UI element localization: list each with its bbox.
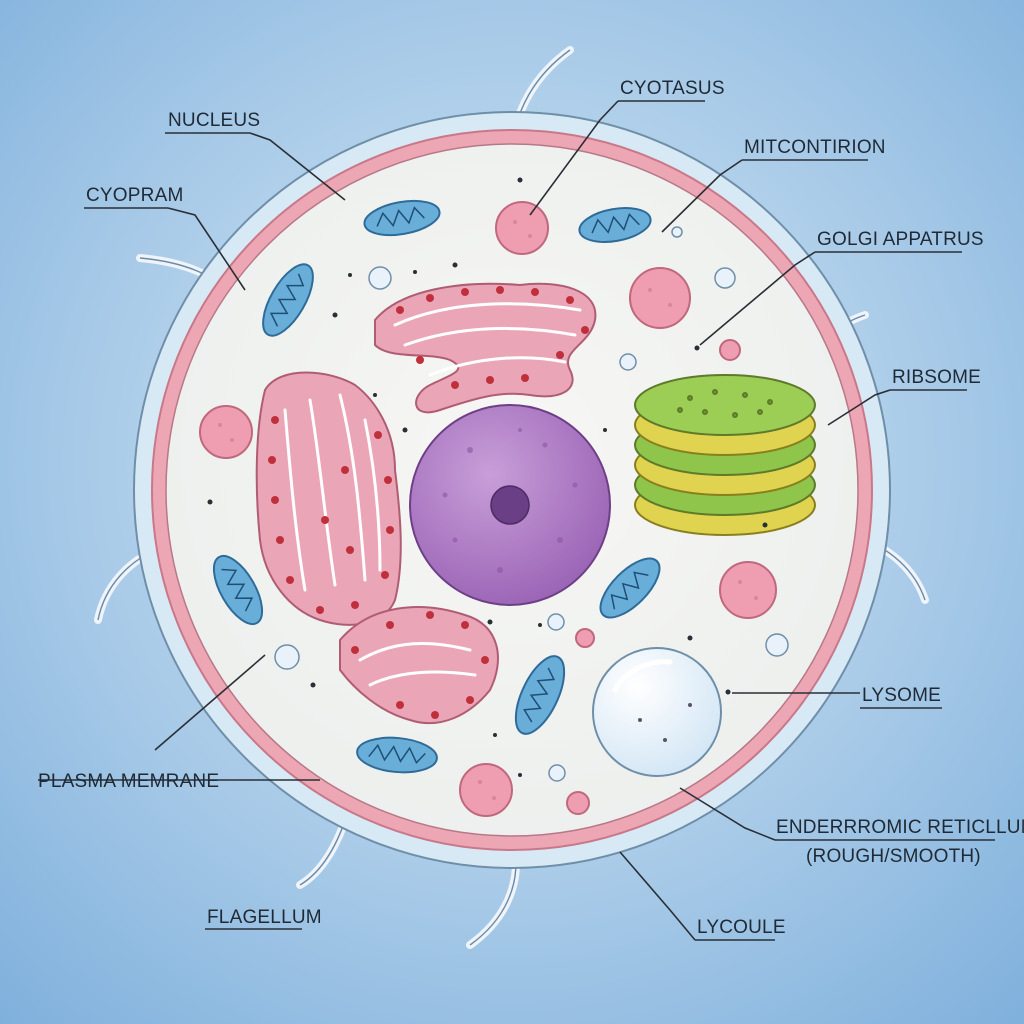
label-vacuole: LYCOULE [697, 917, 786, 938]
mitochondrion [262, 263, 314, 337]
er-folds [283, 302, 582, 687]
label-golgi: GOLGI APPATRUS [817, 229, 984, 250]
lysosome [719, 339, 741, 361]
lysosome [575, 628, 595, 648]
label-er-subtitle: (ROUGH/SMOOTH) [806, 846, 981, 867]
nucleolus [490, 485, 530, 525]
golgi-apparatus [634, 374, 816, 536]
mitochondria [212, 199, 661, 774]
lysosome [495, 201, 549, 255]
lysosome [566, 791, 590, 815]
lysosome [459, 763, 513, 817]
nucleus [409, 404, 611, 606]
lysosome [199, 405, 253, 459]
mitochondrion [356, 736, 438, 774]
mitochondrion [599, 557, 661, 619]
er-bottom [339, 606, 499, 725]
label-cytoplasm: CYOPRAM [86, 185, 183, 206]
label-er: ENDERRROMIC RETICLLUM [776, 817, 1024, 838]
mitochondrion [363, 199, 441, 237]
mitochondrion [212, 555, 264, 625]
leader-lines [38, 100, 995, 941]
lysosome [629, 267, 691, 329]
label-flagellum: FLAGELLUM [207, 907, 322, 928]
label-lysosome: LYSOME [862, 685, 941, 706]
lysosome-texture [218, 220, 758, 800]
lysosome [719, 561, 777, 619]
label-nucleus: NUCLEUS [168, 110, 260, 131]
vacuole [592, 647, 722, 777]
vesicles [274, 226, 789, 782]
mitochondrion [578, 207, 652, 243]
labels: NUCLEUS CYOPRAM PLASMA MEMRANE FLAGELLUM… [38, 78, 1024, 938]
mitochondrion [514, 655, 566, 735]
cytosol-dots [207, 177, 768, 777]
label-mitochondrion: MITCONTIRION [744, 137, 886, 158]
ribosome-dots [268, 286, 589, 719]
label-ribosome: RIBSOME [892, 367, 981, 388]
lysosomes [199, 201, 777, 817]
label-cytosol: CYOTASUS [620, 78, 725, 99]
label-plasma-membrane: PLASMA MEMRANE [38, 771, 219, 792]
